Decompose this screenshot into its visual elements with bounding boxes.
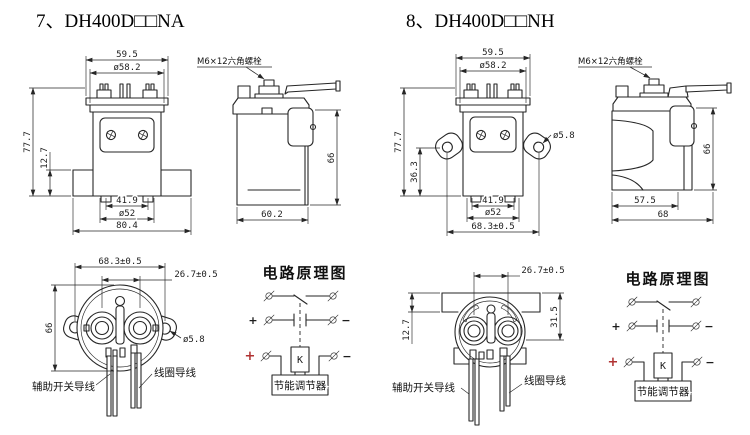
na-coil-minus: − [342, 350, 351, 363]
nh-dim-terminal-pitch: 26.7±0.5 [521, 266, 564, 276]
nh-regulator-label: 节能调节器 [637, 385, 690, 398]
nh-dim-depth-inner: 57.5 [634, 196, 656, 206]
nh-bolt-label: M6×12六角螺栓 [578, 56, 643, 67]
nh-aux-wire-label: 辅助开关导线 [392, 381, 455, 394]
na-relay-label: K [297, 355, 303, 366]
nh-dim-side-height: 66 [703, 144, 713, 155]
nh-coil-minus: − [705, 356, 714, 369]
na-side-view: M6×12六角螺栓 66 60.2 [197, 56, 341, 224]
nh-coil-plus: + [608, 355, 619, 370]
nh-dim-top-width: 59.5 [482, 48, 504, 58]
na-bolt-label: M6×12六角螺栓 [197, 56, 262, 67]
nh-dim-top-dia: ø58.2 [479, 61, 506, 71]
nh-dim-ear-hole: ø5.8 [553, 131, 575, 141]
na-coil-wire-label: 线圈导线 [154, 366, 196, 379]
nh-dim-depth: 68 [658, 210, 669, 220]
nh-dim-flange-height: 12.7 [402, 319, 412, 341]
left-product-title: 7、DH400D□□NA [36, 11, 185, 32]
na-dim-ear-span: 68.3±0.5 [98, 257, 141, 267]
nh-main-minus: − [704, 320, 713, 333]
right-product-title: 8、DH400D□□NH [406, 11, 555, 32]
na-circuit-diagram: 电路原理图 + − K + − 节能调节器 [245, 264, 352, 396]
na-dim-ear-hole: ø5.8 [183, 335, 205, 345]
na-bottom-view: 68.3±0.5 26.7±0.5 66 ø5.8 辅助开关导线 线圈导线 [31, 256, 219, 417]
na-dim-bottom-inner: 41.9 [116, 196, 138, 206]
nh-circuit-title: 电路原理图 [625, 270, 710, 288]
na-coil-plus: + [245, 349, 256, 364]
na-dim-base-height: 12.7 [40, 147, 50, 169]
na-dim-bottom-height: 66 [45, 323, 55, 334]
nh-dim-total-height: 77.7 [394, 131, 404, 153]
nh-front-view: 59.5 ø58.2 77.7 36.3 ø5.8 41.9 ø52 68.3±… [393, 47, 576, 236]
nh-main-plus: + [611, 320, 620, 333]
na-dim-body-dia: ø52 [119, 209, 135, 219]
nh-relay-label: K [660, 361, 666, 372]
nh-circuit-diagram: 电路原理图 + − K + − 节能调节器 [608, 270, 715, 402]
na-main-plus: + [248, 314, 257, 327]
nh-dim-bottom-inner: 41.9 [482, 196, 504, 206]
na-dim-base-width: 80.4 [116, 221, 138, 231]
nh-dim-ear-height: 36.3 [410, 161, 420, 183]
nh-bottom-view: 26.7±0.5 12.7 31.5 辅助开关导线 线圈导线 [391, 265, 568, 426]
na-dim-side-height: 66 [327, 153, 337, 164]
nh-dim-body-dia: ø52 [485, 208, 501, 218]
na-dim-total-height: 77.7 [23, 131, 33, 153]
na-aux-wire-label: 辅助开关导线 [32, 380, 95, 393]
na-regulator-label: 节能调节器 [274, 379, 327, 392]
nh-dim-side-height-bottom: 31.5 [550, 306, 560, 328]
na-dim-side-depth: 60.2 [261, 210, 283, 220]
na-dim-top-dia: ø58.2 [113, 63, 140, 73]
na-front-view: 59.5 ø58.2 77.7 12.7 41.9 ø52 80.4 [22, 49, 192, 235]
na-main-minus: − [341, 314, 350, 327]
nh-coil-wire-label: 线圈导线 [524, 374, 566, 387]
nh-dim-ear-span: 68.3±0.5 [471, 222, 514, 232]
nh-side-view: M6×12六角螺栓 66 57.5 68 [578, 56, 732, 224]
na-dim-terminal-pitch: 26.7±0.5 [174, 270, 217, 280]
na-dim-top-width: 59.5 [116, 50, 138, 60]
na-circuit-title: 电路原理图 [262, 264, 347, 282]
